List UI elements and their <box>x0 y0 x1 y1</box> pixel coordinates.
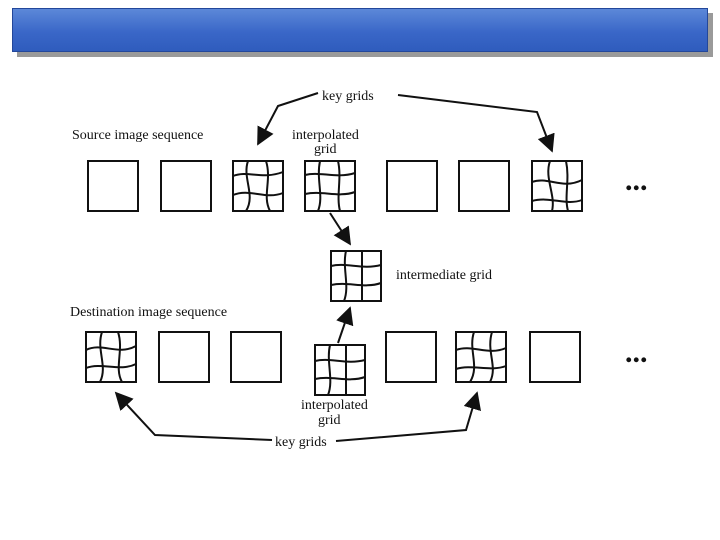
source-key-grid-frame <box>232 160 284 212</box>
source-sequence-label: Source image sequence <box>72 128 203 143</box>
destination-key-grid-frame <box>455 331 507 383</box>
key-grids-bottom-label: key grids <box>275 435 327 450</box>
source-key-grid-frame <box>531 160 583 212</box>
source-frame <box>458 160 510 212</box>
source-frame <box>160 160 212 212</box>
destination-frame <box>158 331 210 383</box>
destination-interpolated-grid-frame <box>314 344 366 396</box>
arrow-key-grids-to-source-frame-7 <box>397 94 555 153</box>
interpolated-grid-bottom-label-line2: grid <box>318 413 341 428</box>
title-bar <box>12 8 708 52</box>
destination-key-grid-frame <box>85 331 137 383</box>
source-frame <box>87 160 139 212</box>
source-sequence-row <box>87 160 583 212</box>
ellipsis-top: ... <box>625 164 648 197</box>
intermediate-grid-frame <box>330 250 382 302</box>
arrows <box>114 92 555 442</box>
interpolated-grid-top-label-line2: grid <box>314 142 337 157</box>
interpolated-grid-top-label-line1: interpolated <box>292 128 359 143</box>
interpolated-grid-bottom-label-line1: interpolated <box>301 398 368 413</box>
destination-frame <box>529 331 581 383</box>
source-frame <box>386 160 438 212</box>
destination-frame <box>230 331 282 383</box>
source-grid-lines <box>232 160 583 212</box>
ellipsis-bottom: ... <box>625 336 648 369</box>
intermediate-grid-lines <box>330 250 382 302</box>
arrow-key-grids-to-source-frame-3 <box>257 92 319 146</box>
intermediate-grid-label: intermediate grid <box>396 268 492 283</box>
source-interpolated-grid-frame <box>304 160 356 212</box>
arrow-bottom-interpolated-to-intermediate <box>336 306 354 344</box>
destination-sequence-row <box>85 331 581 396</box>
key-grids-top-label: key grids <box>322 89 374 104</box>
destination-frame <box>385 331 437 383</box>
arrow-interpolated-to-intermediate <box>329 212 351 246</box>
arrow-key-grids-to-destination-frame-6 <box>335 391 482 442</box>
destination-grid-lines <box>85 331 507 396</box>
destination-sequence-label: Destination image sequence <box>70 305 227 320</box>
arrow-key-grids-to-destination-frame-1 <box>114 391 273 441</box>
